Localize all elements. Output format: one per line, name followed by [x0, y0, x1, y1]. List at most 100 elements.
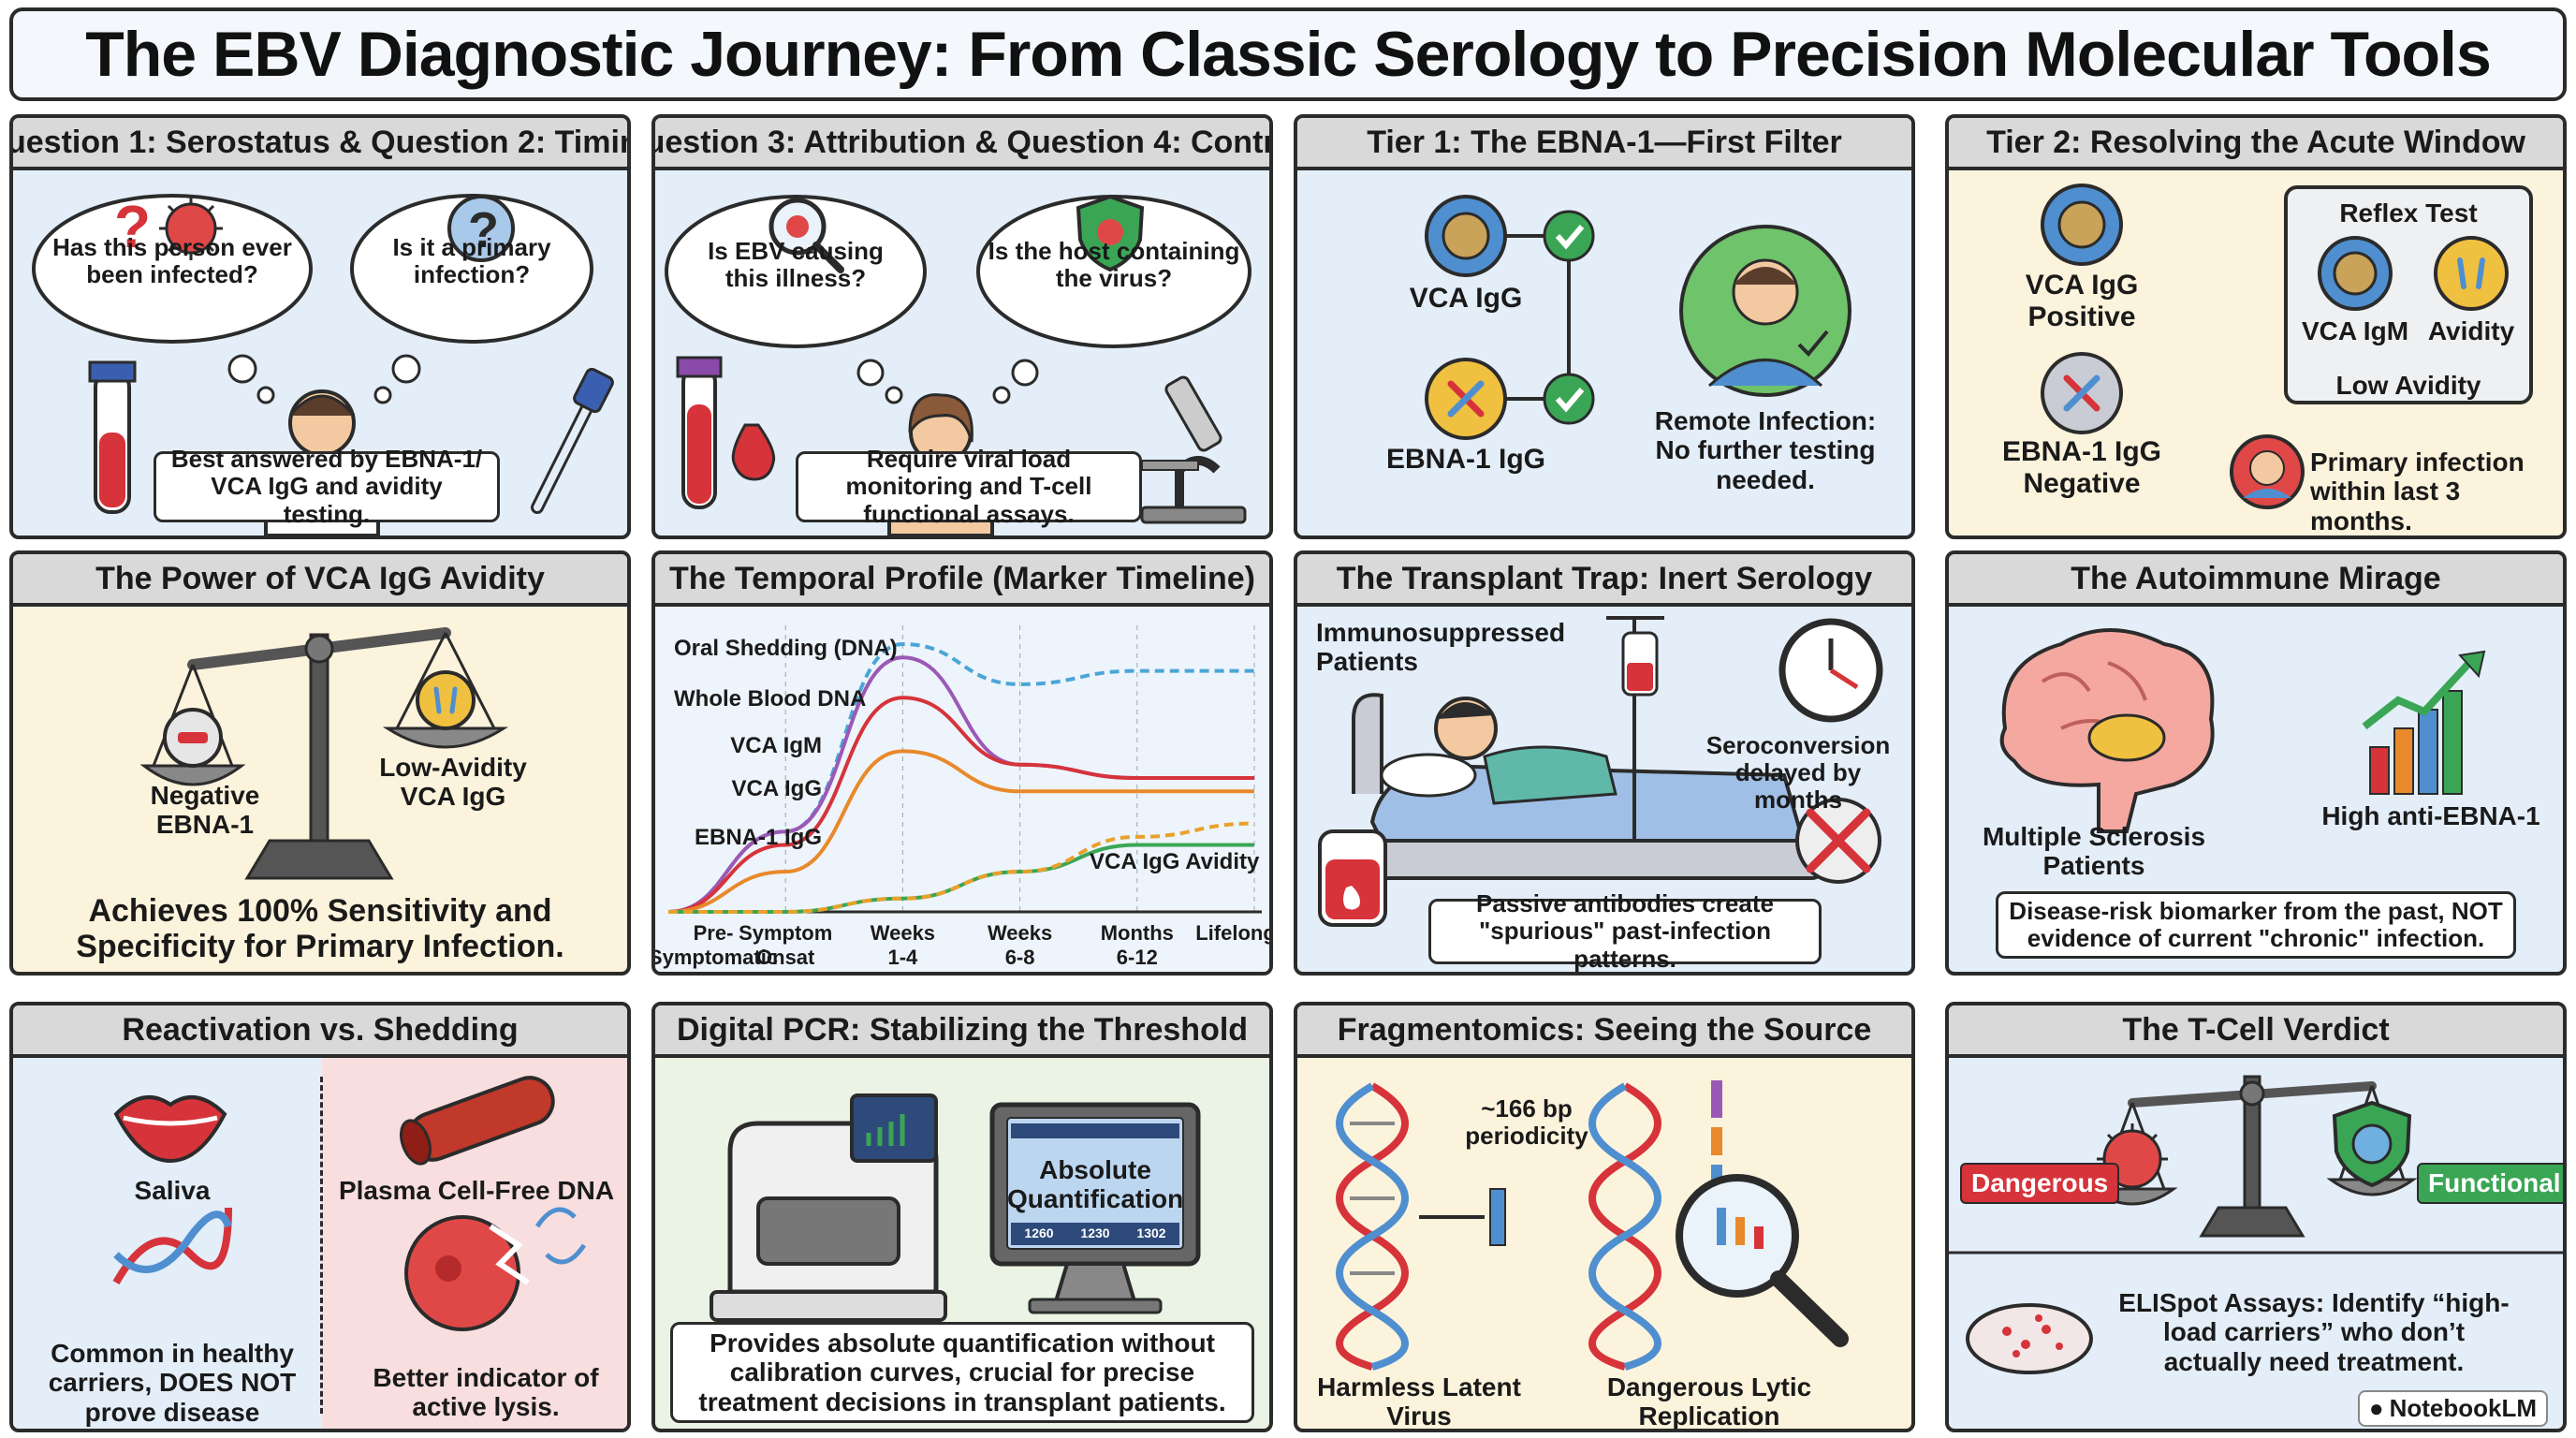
blood-vessel-icon [399, 1076, 555, 1166]
panel-illustration [1999, 628, 2486, 833]
marker-label-vca-igg: VCA IgG [1409, 283, 1523, 314]
screen-value: 1260 [1024, 1225, 1054, 1240]
shield-icon [1076, 194, 1145, 272]
bubble-text-right: Is the host containing the virus? [988, 237, 1240, 293]
panel-header: Tier 1: The EBNA-1—First Filter [1297, 118, 1911, 170]
vca-igg-marker-icon [2041, 183, 2123, 266]
series-line [668, 821, 1255, 914]
page-title-bar: The EBV Diagnostic Journey: From Classic… [9, 7, 2567, 101]
panel-header: The Autoimmune Mirage [1949, 554, 2563, 607]
right-pan-label: Low-Avidity VCA IgG [379, 753, 527, 812]
dropper-icon [531, 367, 614, 514]
x-tick-label: Lifelong [1195, 921, 1269, 945]
series-line [667, 696, 1254, 914]
panel-fragmentomics: Fragmentomics: Seeing the Source [1294, 1002, 1915, 1432]
iv-drip-icon [1606, 616, 1664, 841]
panel-illustration [139, 627, 509, 880]
divider [320, 1077, 323, 1414]
brain-icon [1999, 628, 2215, 833]
reflex-note: Low Avidity [2335, 371, 2481, 400]
functional-tag: Functional [2417, 1163, 2563, 1204]
test-tube-icon [676, 356, 723, 509]
blood-bag-icon [1318, 829, 1387, 927]
patient-avatar-icon [2230, 434, 2305, 509]
notebooklm-logo: ●NotebookLM [2357, 1390, 2548, 1427]
panel-digital-pcr: Digital PCR: Stabilizing the Threshold A… [651, 1002, 1273, 1432]
panel-header: The Temporal Profile (Marker Timeline) [655, 554, 1269, 607]
dangerous-tag: Dangerous [1960, 1163, 2120, 1204]
check-icon [1543, 210, 1595, 262]
thought-bubble-right [976, 195, 1251, 404]
answer-callout: Best answered by EBNA-1/ VCA IgG and avi… [154, 446, 500, 527]
panel-autoimmune-mirage: The Autoimmune Mirage Multiple Sclerosis… [1945, 550, 2567, 976]
lytic-replication-label: Dangerous Lytic Replication [1606, 1372, 1812, 1431]
saliva-label: Saliva [134, 1176, 211, 1205]
panel-illustration [1949, 1075, 2563, 1374]
reflex-item-vca-igm: VCA IgM [2301, 316, 2409, 345]
panel-vca-avidity: The Power of VCA IgG Avidity [9, 550, 631, 976]
screen-value: 1302 [1136, 1225, 1166, 1240]
result-text: Remote Infection: No further testing nee… [1654, 406, 1877, 494]
thought-bubble-left [32, 194, 313, 404]
saliva-note: Common in healthy carriers, DOES NOT pro… [48, 1339, 297, 1427]
dna-helix-icon [1588, 1082, 1661, 1371]
dna-helix-icon [1336, 1082, 1409, 1371]
panel-tier1-ebna1: Tier 1: The EBNA-1—First Filter [1294, 114, 1915, 539]
panel-header: Digital PCR: Stabilizing the Threshold [655, 1005, 1269, 1058]
panel-header: Tier 2: Resolving the Acute Window [1949, 118, 2563, 170]
blood-drop-icon [731, 423, 776, 481]
marker-label-vca-igg-positive: VCA IgG Positive [2025, 270, 2139, 332]
question-mark-icon: ? [114, 193, 151, 260]
reflex-item-avidity: Avidity [2427, 316, 2515, 345]
logo-icon: ● [2368, 1394, 2384, 1422]
delay-label: Seroconversion delayed by months [1705, 731, 1891, 814]
patients-label: Immunosuppressed Patients [1316, 618, 1566, 677]
series-line [667, 749, 1254, 914]
result-text: Primary infection within last 3 months. [2310, 448, 2525, 536]
vca-igm-icon [2318, 236, 2393, 311]
left-pan-label: Negative EBNA-1 [150, 781, 260, 840]
avidity-caption: Achieves 100% Sensitivity and Specificit… [76, 893, 564, 965]
marker-label-ebna1-igg: EBNA-1 IgG [1385, 444, 1545, 475]
lips-icon [113, 1095, 227, 1164]
elispot-note: ELISpot Assays: Identify “high-load carr… [2118, 1288, 2510, 1376]
panel-header: Question 1: Serostatus & Question 2: Tim… [13, 118, 627, 170]
plasma-note: Better indicator of active lysis. [373, 1363, 599, 1422]
microscope-icon [1140, 375, 1247, 524]
series-label: VCA IgG [732, 776, 822, 801]
page-title: The EBV Diagnostic Journey: From Classic… [85, 19, 2492, 90]
biomarker-callout: Disease-risk biomarker from the past, NO… [1996, 891, 2516, 959]
panel-header: Reactivation vs. Shedding [13, 1005, 627, 1058]
panel-header: The Transplant Trap: Inert Serology [1297, 554, 1911, 607]
connector-line [1505, 234, 1571, 401]
panel-header: The T-Cell Verdict [1949, 1005, 2563, 1058]
series-label: VCA IgM [730, 733, 822, 758]
series-label: EBNA-1 IgG [695, 825, 822, 850]
monitor-screen-text: Absolute Quantification [1007, 1155, 1184, 1214]
balance-scale-icon [139, 627, 509, 880]
latent-virus-label: Harmless Latent Virus [1317, 1372, 1521, 1431]
thought-bubble-left [665, 195, 927, 404]
fragment-bar-icon [1489, 1188, 1506, 1246]
requirement-callout: Require viral load monitoring and T-cell… [796, 446, 1142, 527]
pcr-callout: Provides absolute quantification without… [670, 1322, 1254, 1423]
question-circle-icon: ? [447, 195, 515, 262]
panel-tcell-verdict: The T-Cell Verdict [1945, 1002, 2567, 1432]
panel-header: Fragmentomics: Seeing the Source [1297, 1005, 1911, 1058]
dna-icon [112, 1207, 232, 1284]
panel-illustration [2041, 183, 2533, 509]
panel-header: The Power of VCA IgG Avidity [13, 554, 627, 607]
petri-dish-icon [1966, 1303, 2093, 1374]
panel-header: Question 3: Attribution & Question 4: Co… [655, 118, 1269, 170]
no-antibody-icon [1795, 798, 1881, 884]
panel-illustration [1318, 616, 1883, 927]
panel-illustration [112, 1076, 587, 1331]
bubble-text-left: Is EBV causing this illness? [708, 237, 884, 293]
ebna1-igg-marker-icon [1425, 358, 1507, 440]
passive-antibodies-callout: Passive antibodies create "spurious" pas… [1428, 890, 1822, 972]
shield-icon [2332, 1100, 2412, 1188]
